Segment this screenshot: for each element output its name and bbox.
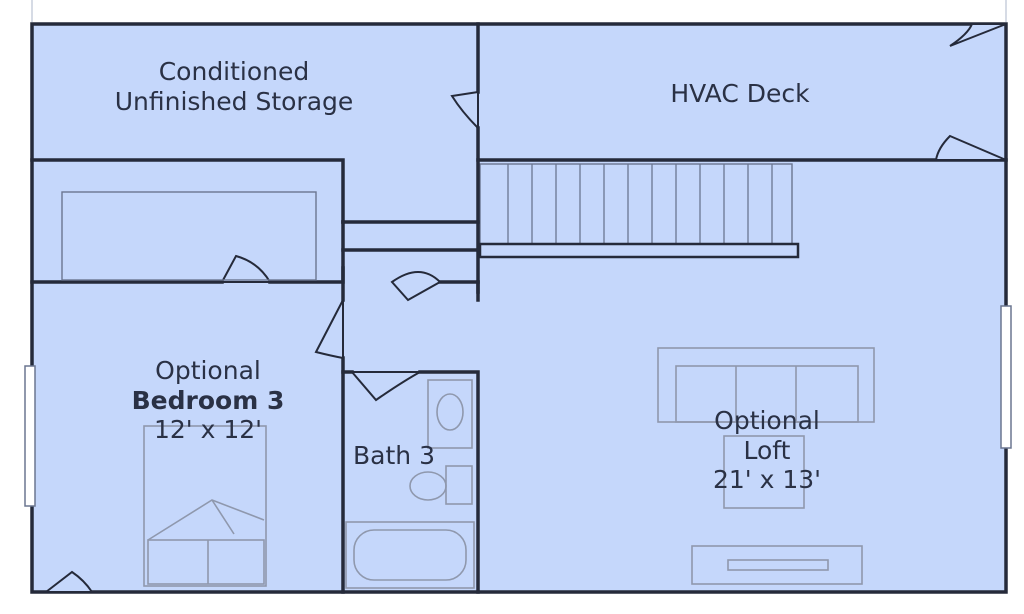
bedroom3-name: Bedroom 3: [131, 385, 285, 415]
loft-prefix: Optional: [714, 406, 820, 435]
bedroom3-dims: 12' x 12': [153, 415, 263, 444]
bath-fixtures: [345, 379, 475, 589]
storage-label-line2: Unfinished Storage: [114, 86, 354, 116]
loft-label: Optional Loft 21' x 13': [692, 406, 842, 495]
storage-label: Conditioned Unfinished Storage: [100, 57, 368, 116]
bedroom3-label: Optional Bedroom 3 12' x 12': [118, 356, 298, 445]
bath3-label-text: Bath 3: [353, 441, 435, 470]
loft-furniture: [657, 347, 875, 585]
closet-shelf: [61, 191, 317, 281]
bedroom3-prefix: Optional: [155, 356, 261, 385]
storage-label-line1: Conditioned: [158, 57, 310, 86]
staircase: [478, 163, 800, 259]
doors: [43, 23, 1007, 593]
bath3-label: Bath 3: [344, 441, 444, 471]
bed: [143, 425, 267, 587]
hvac-label: HVAC Deck: [626, 79, 854, 109]
window-loft: [1000, 305, 1012, 449]
loft-dims: 21' x 13': [712, 465, 822, 494]
interior-walls: [30, 22, 1008, 594]
window-bedroom: [24, 365, 36, 507]
floor-area: [32, 24, 1006, 592]
hvac-label-text: HVAC Deck: [670, 79, 810, 108]
loft-name: Loft: [743, 435, 791, 465]
